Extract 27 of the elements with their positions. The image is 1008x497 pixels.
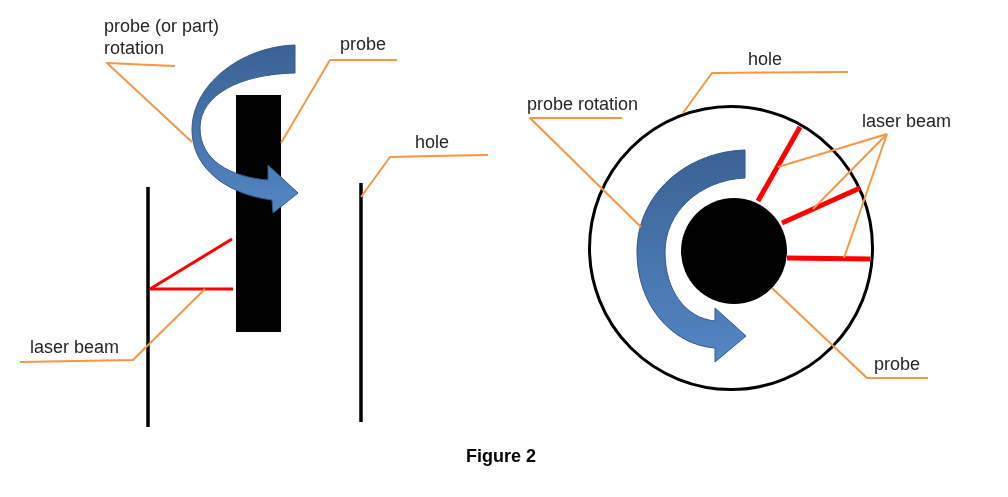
leader-line	[280, 59, 398, 144]
probe-disc	[681, 198, 787, 304]
leader-line	[19, 288, 206, 363]
laser-beam	[149, 237, 233, 291]
part-label: probe	[340, 33, 387, 55]
leader-line	[106, 62, 193, 143]
rotation-arrow	[636, 149, 747, 363]
laser-beam	[786, 255, 871, 262]
figure-caption: Figure 2	[466, 445, 536, 467]
part-label: laser beam	[862, 110, 952, 132]
leader-line	[777, 133, 888, 168]
part-label: hole	[415, 131, 450, 153]
laser-beam	[755, 125, 803, 203]
part-label: probe rotation	[527, 93, 639, 115]
part-label: hole	[748, 48, 783, 70]
leader-line	[812, 133, 888, 210]
leader-line	[843, 133, 888, 259]
part-label: probe	[874, 353, 921, 375]
part-label: laser beam	[30, 336, 120, 358]
leader-line	[771, 287, 929, 379]
hole-wall	[359, 183, 363, 422]
leader-line	[360, 154, 489, 198]
laser-beam	[780, 185, 862, 226]
leader-line	[529, 117, 642, 228]
part-label: probe (or part) rotation	[104, 15, 226, 59]
leader-line	[682, 71, 849, 114]
rotation-arrow	[191, 44, 299, 214]
